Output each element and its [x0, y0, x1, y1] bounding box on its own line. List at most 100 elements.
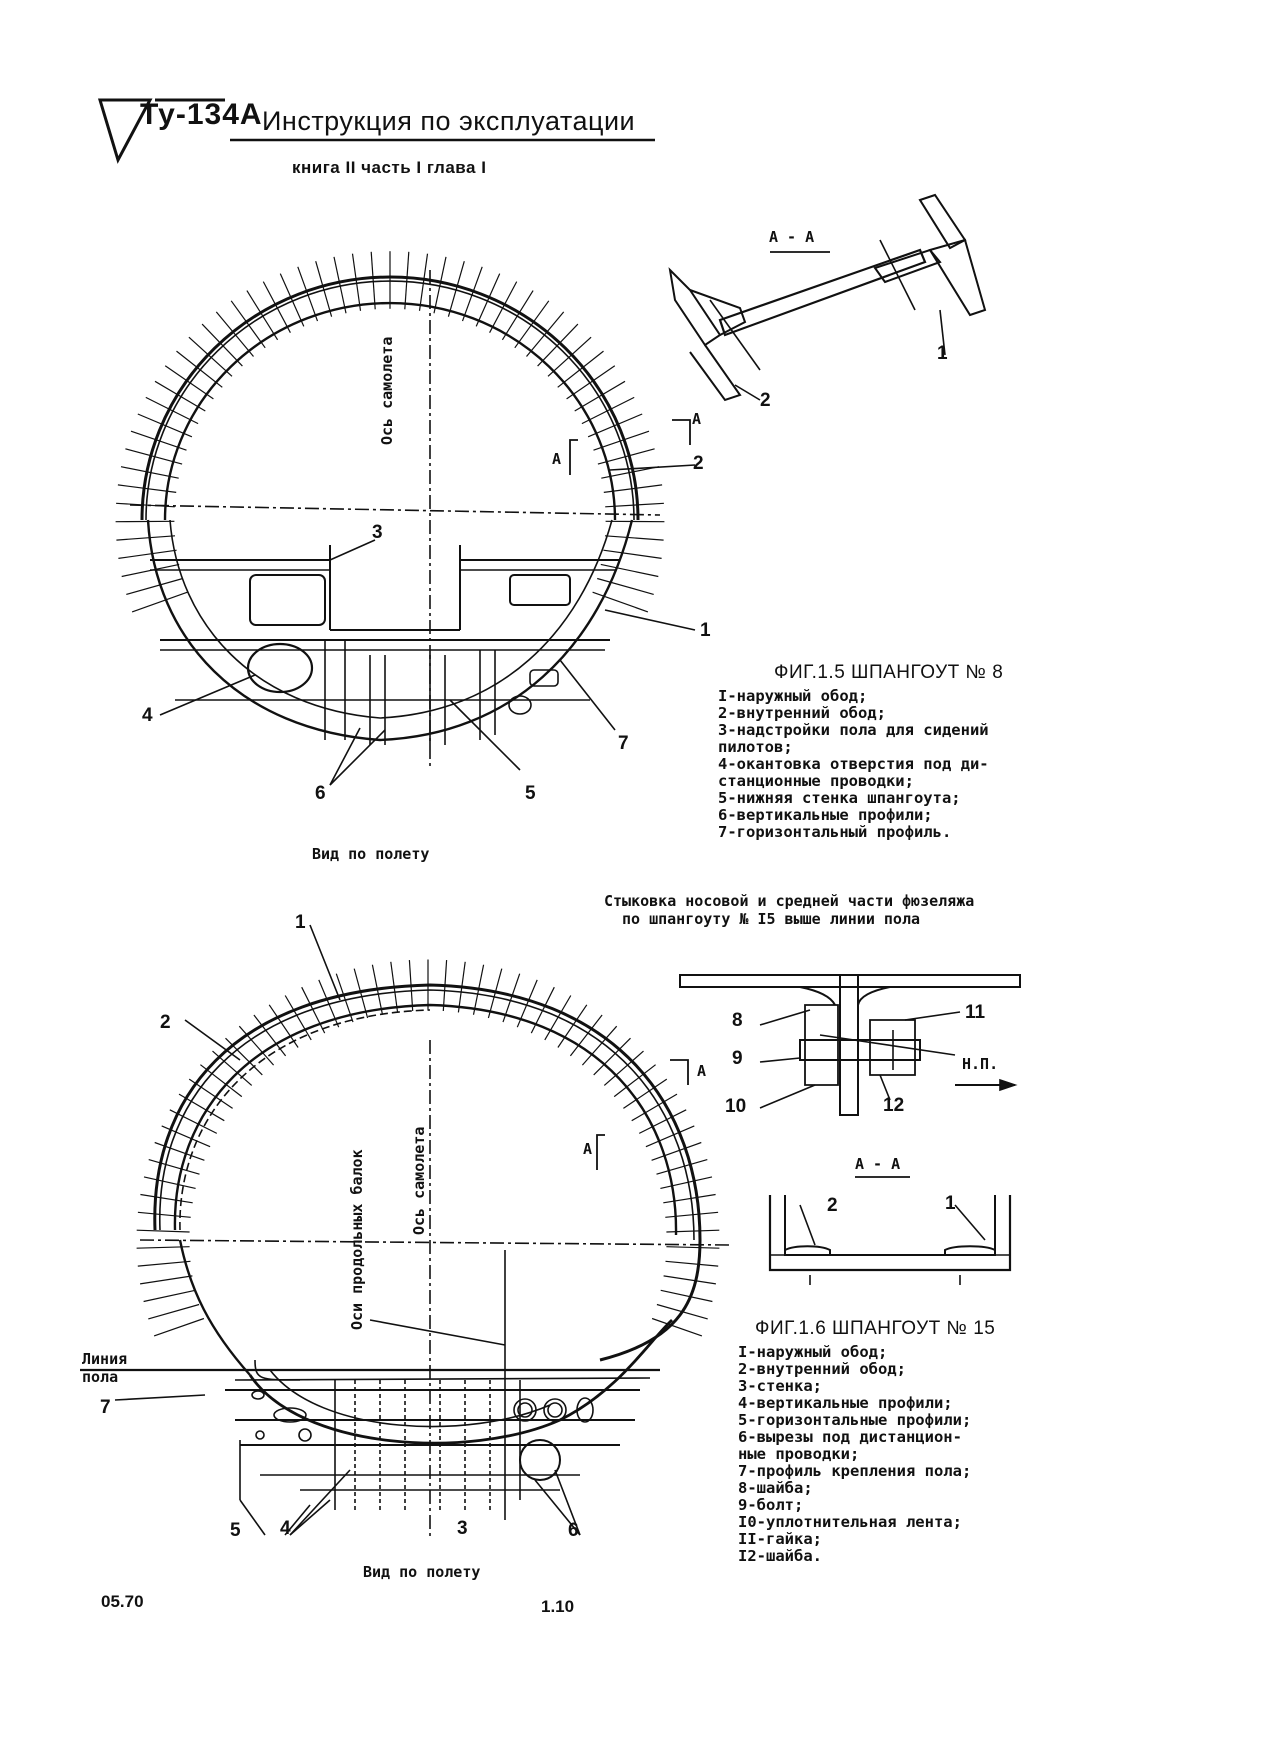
fig6-callout-11: 11 [965, 1002, 986, 1023]
rivet-tick [146, 397, 198, 423]
rivet-tick [474, 965, 484, 1015]
rivet-tick [661, 1290, 713, 1301]
rivet-tick [226, 1038, 263, 1075]
fig6-joint-caption-1: Стыковка носовой и средней части фюзеляж… [604, 892, 975, 910]
rivet-tick [137, 1230, 190, 1232]
rivet-tick [458, 962, 465, 1013]
rivet-tick [137, 1247, 190, 1249]
rivet-tick [665, 1212, 718, 1217]
rivet-tick [517, 980, 537, 1027]
rivet-tick [601, 564, 659, 576]
rivet-tick [443, 960, 446, 1011]
rivet-tick [149, 1160, 200, 1175]
rivet-tick [285, 996, 311, 1040]
rivet-tick [632, 1094, 677, 1121]
fig6-callout-7: 7 [100, 1397, 111, 1418]
rivet-tick [121, 467, 179, 479]
rivet-tick [405, 252, 409, 309]
fig5-section-label: А - А [769, 228, 815, 246]
rivet-tick [131, 431, 187, 450]
fig5-callout-6: 6 [315, 783, 326, 804]
fig5-detail-callout-2: 2 [760, 390, 771, 411]
rivet-tick [165, 366, 213, 399]
rivet-tick [354, 969, 367, 1018]
rivet-tick [657, 1160, 708, 1175]
rivet-tick [502, 291, 533, 340]
fig6-legend-item: 6-вырезы под дистанцион- [738, 1428, 962, 1446]
aircraft-model: Ту-134А [140, 98, 263, 131]
fig6-legend-item: 9-болт; [738, 1496, 804, 1514]
rivet-tick [353, 254, 361, 311]
rivet-tick [664, 1276, 716, 1284]
rivet-tick [594, 431, 650, 450]
fig5-view-label: Вид по полету [312, 845, 430, 863]
document-title: Инструкция по эксплуатации [262, 106, 636, 136]
rivet-tick [558, 1005, 587, 1048]
rivet-tick [605, 503, 664, 507]
frame-15-joint-detail [680, 975, 1020, 1115]
fig6-joint-caption-2: по шпангоуту № I5 выше линии пола [622, 910, 921, 928]
rivet-tick [263, 282, 290, 333]
rivet-tick [144, 1290, 196, 1301]
manufacturer-emblem [100, 100, 225, 160]
rivet-tick [155, 1143, 205, 1161]
flight-direction-label: Н.П. [962, 1055, 999, 1073]
fig5-legend-item: пилотов; [718, 738, 793, 756]
rivet-tick [548, 337, 591, 376]
fig5-callout-1: 1 [700, 620, 711, 641]
fig6-detail-callout-2: 2 [827, 1195, 838, 1216]
rivet-tick [155, 381, 205, 411]
rivet-tick [515, 301, 549, 348]
rivet-tick [189, 1079, 232, 1108]
rivet-tick [582, 1026, 616, 1065]
rivet-tick [177, 351, 223, 387]
fig6-callout-3: 3 [457, 1518, 468, 1539]
rivet-tick [567, 366, 615, 399]
rivet-tick [488, 969, 501, 1018]
fig5-legend-item: I-наружный обод; [718, 687, 868, 705]
fig5-callout-4: 4 [142, 705, 153, 726]
rivet-tick [138, 1261, 191, 1266]
rivet-tick [116, 536, 175, 540]
fig6-legend-item: 4-вертикальные профили; [738, 1394, 953, 1412]
fig5-section-mark-right: А [692, 410, 702, 428]
rivet-tick [334, 257, 346, 313]
rivet-tick [597, 579, 654, 595]
fig6-legend-item: I-наружный обод; [738, 1343, 888, 1361]
fig6-callout-6: 6 [568, 1520, 579, 1541]
fig6-section-label: А - А [855, 1155, 901, 1173]
fig5-legend-item: 2-внутренний обод; [718, 704, 886, 722]
rivet-tick [604, 485, 662, 493]
fig6-legend-item: II-гайка; [738, 1530, 822, 1548]
rivet-tick [575, 381, 625, 411]
rivet-tick [280, 274, 304, 327]
fig5-legend-item: 5-нижняя стенка шпангоута; [718, 789, 961, 807]
floor-line-label-2: пола [82, 1368, 119, 1386]
rivet-tick [531, 987, 554, 1033]
footer-date: 05.70 [101, 1592, 144, 1611]
rivet-tick [162, 1126, 210, 1147]
rivet-tick [239, 1026, 273, 1065]
fig6-legend-item: 7-профиль крепления пола; [738, 1462, 972, 1480]
rivet-tick [663, 1195, 715, 1203]
rivet-tick [391, 962, 398, 1013]
rivet-tick [476, 274, 500, 327]
fig5-legend-item: 3-надстройки пола для сидений [718, 721, 989, 739]
rivet-tick [646, 1126, 694, 1147]
fig5-callout-5: 5 [525, 783, 536, 804]
rivet-tick [302, 987, 325, 1033]
rivet-tick [118, 485, 176, 493]
rivet-tick [614, 1065, 655, 1097]
rivet-tick [170, 1110, 217, 1134]
fig5-legend-item: станционные проводки; [718, 772, 914, 790]
rivet-tick [132, 592, 187, 612]
rivet-tick [657, 1305, 708, 1319]
rivet-tick [601, 467, 659, 479]
rivet-tick [598, 449, 655, 464]
fig6-legend-item: I0-уплотнительная лента; [738, 1513, 962, 1531]
rivet-tick [189, 337, 232, 376]
document-subtitle: книга II часть I глава I [292, 158, 487, 177]
rivet-tick [558, 351, 604, 387]
rivet-tick [490, 282, 517, 333]
